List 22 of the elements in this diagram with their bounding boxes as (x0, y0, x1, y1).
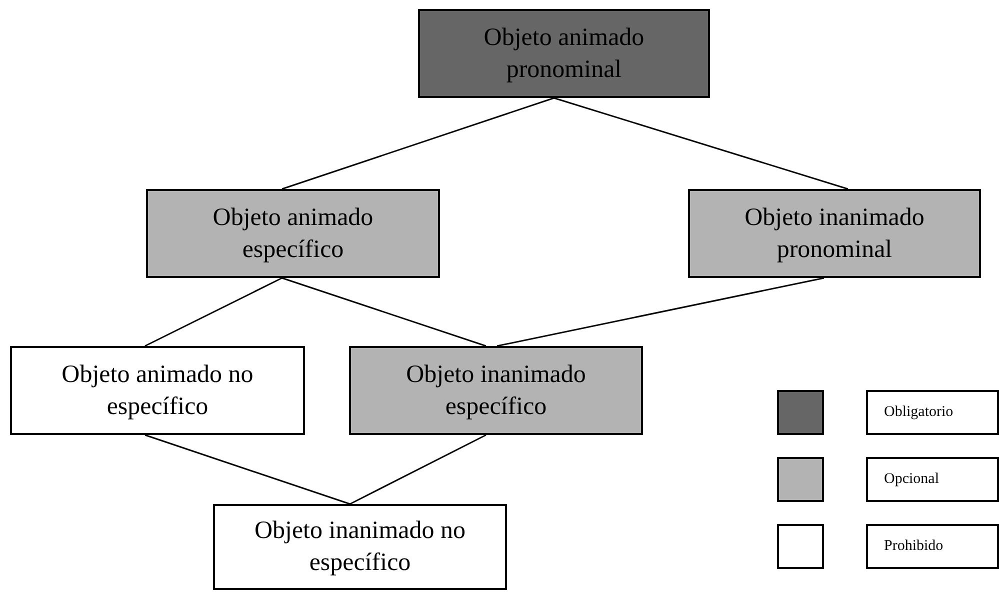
category-box (418, 9, 710, 98)
node-label: Objeto animado no específico (60, 360, 254, 422)
category-box (146, 189, 440, 278)
node-label: Objeto animado específico (212, 202, 374, 264)
category-box (10, 346, 305, 435)
node-label: Objeto animado pronominal (482, 22, 646, 84)
connector-line (554, 97, 848, 190)
category-box (213, 504, 507, 590)
node-label: Objeto inanimado específico (405, 360, 587, 422)
node-label: Objeto inanimado no específico (253, 516, 467, 578)
legend-label: Prohibido (866, 524, 999, 569)
legend-label: Obligatorio (866, 390, 999, 435)
connector-line (144, 434, 350, 505)
connector-line (144, 277, 282, 347)
node-label: Objeto inanimado pronominal (744, 202, 926, 264)
category-box (688, 189, 981, 278)
connector-line (282, 97, 554, 190)
category-box (349, 346, 643, 435)
legend-label: Opcional (866, 457, 999, 502)
connector-line (282, 277, 486, 347)
connector-line (496, 277, 824, 347)
connector-line (350, 434, 486, 505)
